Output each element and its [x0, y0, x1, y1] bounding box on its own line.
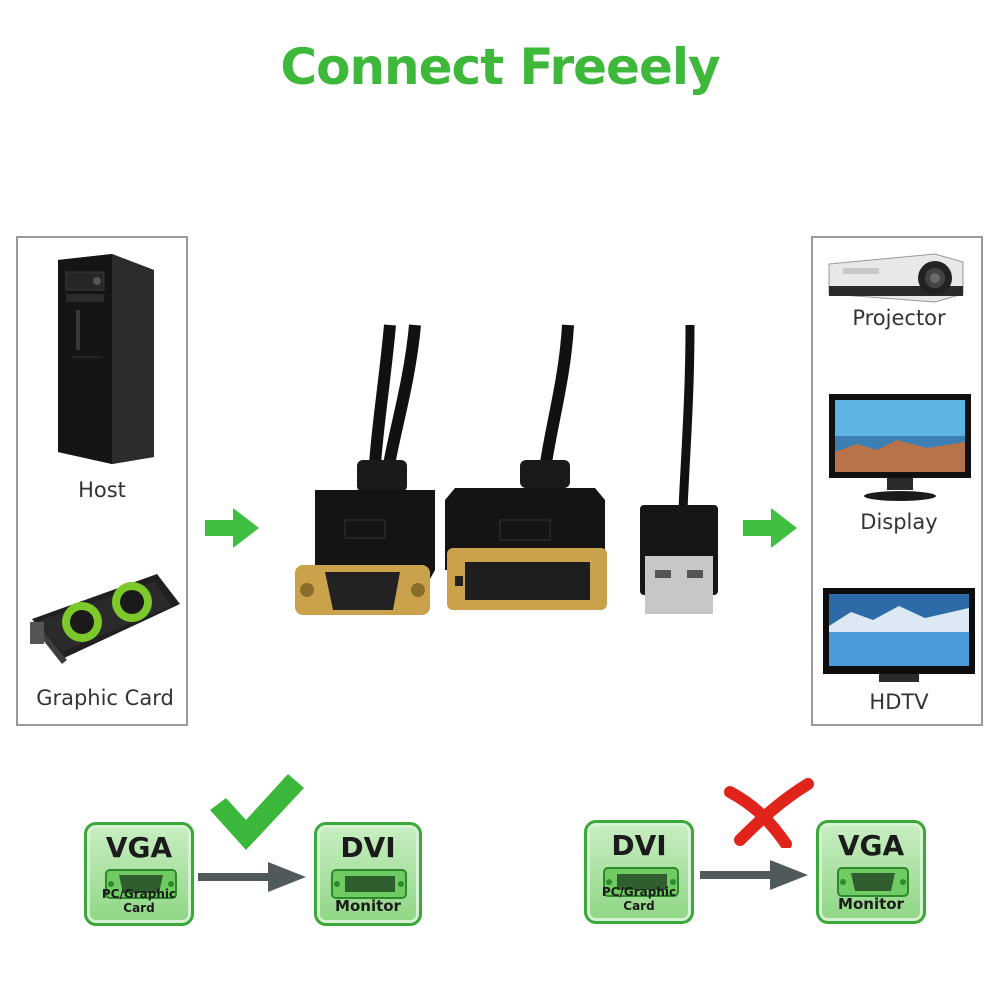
right-arrow-icon [205, 508, 259, 548]
vga-connector-icon [295, 324, 435, 615]
right-arrow-icon [743, 508, 797, 548]
output-devices-panel: Projector Display HDTV [811, 236, 983, 726]
page-title: Connect Freeely [280, 38, 720, 96]
source-devices-panel: Host Graphic Card [16, 236, 188, 726]
graphics-card-icon [30, 574, 180, 664]
flow-arrow-icon [198, 862, 306, 892]
hdtv-icon [823, 588, 975, 682]
diagram-source-box: VGA PC/Graphic Card [84, 822, 194, 926]
target-port-sub: Monitor [838, 895, 904, 913]
source-port-sub: PC/Graphic Card [101, 887, 177, 915]
vga-port-icon [837, 867, 909, 897]
adapter-cable-image [295, 324, 718, 615]
projector-icon [828, 253, 964, 303]
checkmark-icon [210, 774, 304, 850]
dvi-connector-icon [445, 324, 607, 610]
diagram-source-box: DVI PC/Graphic Card [584, 820, 694, 924]
diagram-target-box: VGA Monitor [816, 820, 926, 924]
dvi-port-icon [331, 869, 407, 899]
hdtv-label: HDTV [869, 690, 929, 714]
usb-connector-icon [640, 324, 718, 614]
target-port-sub: Monitor [335, 897, 401, 915]
source-port-sub: PC/Graphic Card [601, 885, 677, 913]
target-port-name: DVI [340, 831, 396, 864]
flow-arrow-icon [700, 860, 808, 890]
vga-port-icon [105, 869, 177, 899]
desktop-tower-icon [58, 254, 154, 464]
diagram-target-box: DVI Monitor [314, 822, 422, 926]
host-label: Host [78, 478, 126, 502]
cross-icon [724, 778, 814, 848]
dvi-port-icon [603, 867, 679, 897]
source-port-name: VGA [105, 831, 173, 864]
source-port-name: DVI [611, 829, 667, 862]
target-port-name: VGA [837, 829, 905, 862]
graphic-card-label: Graphic Card [36, 686, 174, 710]
display-label: Display [860, 510, 938, 534]
display-monitor-icon [829, 394, 971, 501]
projector-label: Projector [852, 306, 946, 330]
